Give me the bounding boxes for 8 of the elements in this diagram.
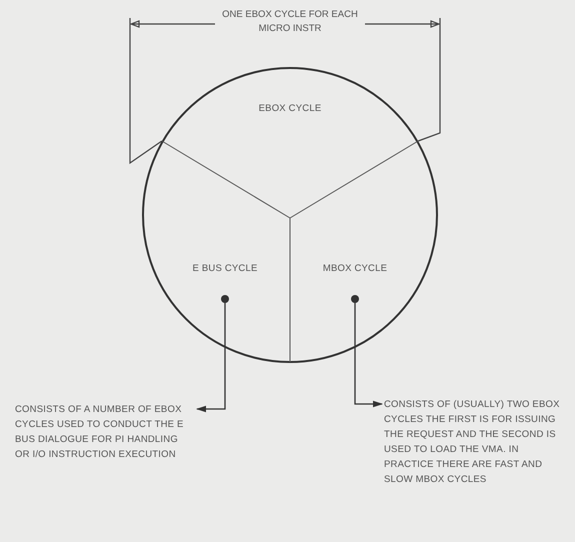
note-text: CONSISTS OF A NUMBER OF EBOX CYCLES USED TO CONDUCT THE E BUS DIALOGUE FOR PI HANDLING OR I/O INSTRUCTION EXECUTION bbox=[15, 403, 185, 462]
sector-label: MBOX CYCLE bbox=[322, 262, 388, 276]
sector-label: E BUS CYCLE bbox=[192, 262, 258, 276]
circle-diagram bbox=[142, 67, 438, 363]
arrow bbox=[196, 295, 229, 412]
note-text: CONSISTS OF (USUALLY) TWO EBOX CYCLES THE FIRST IS FOR ISSUING THE REQUEST AND THE SECOND IS USED TO LOAD THE VMA. IN PRACTICE THERE ARE FAST AND SLOW MBOX CYCLES bbox=[384, 398, 561, 487]
sector-label: EBOX CYCLE bbox=[258, 102, 322, 116]
arrow bbox=[351, 295, 383, 408]
